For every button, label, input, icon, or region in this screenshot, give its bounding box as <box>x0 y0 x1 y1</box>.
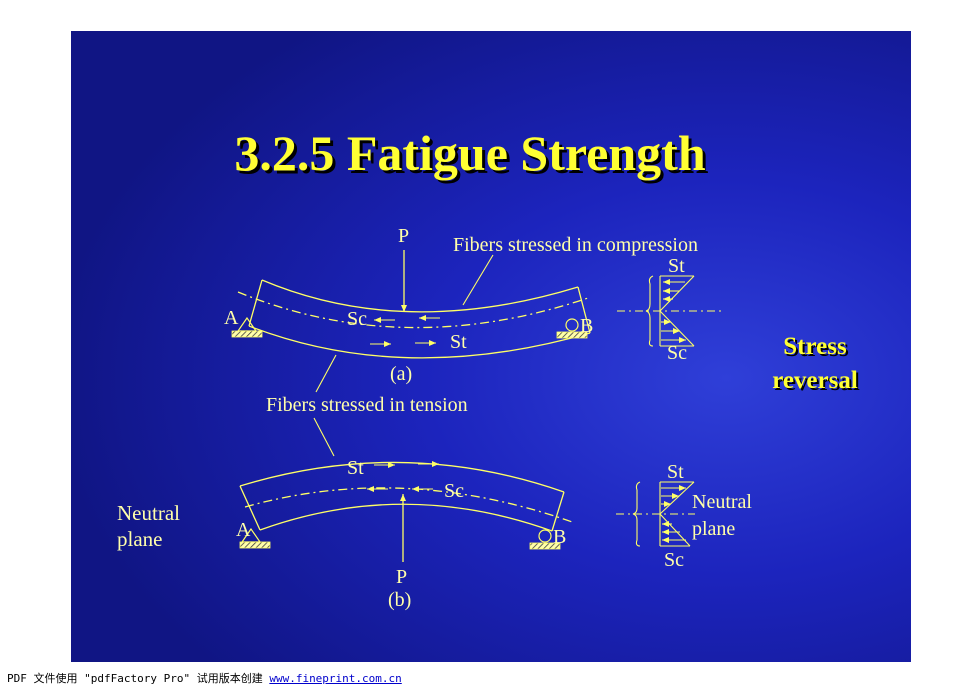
beam-a-right-end <box>577 286 591 334</box>
beam-b <box>239 461 576 532</box>
beam-b-right-end <box>551 491 565 532</box>
support-b-left-label: A <box>236 519 251 541</box>
st-label-a: St <box>450 331 467 353</box>
stress-reversal-line2: reversal <box>772 367 858 394</box>
pdf-footer: PDF 文件使用 "pdfFactory Pro" 试用版本创建 www.fin… <box>7 670 402 686</box>
slide-title: 3.2.5 Fatigue Strength <box>234 125 706 181</box>
tension-leader-up <box>315 354 337 393</box>
dist-b-bottom-label: Sc <box>664 549 684 571</box>
beam-a <box>237 279 591 359</box>
stress-reversal-label: Stress reversal <box>760 330 870 398</box>
neutral-plane-line1: Neutral <box>117 501 180 525</box>
sc-label-b: Sc <box>444 480 464 502</box>
support-b-right <box>529 529 561 550</box>
stress-distribution-b <box>616 481 695 547</box>
beam-b-bottom-edge <box>259 503 553 532</box>
neutral-plane-label: Neutral plane <box>117 500 180 552</box>
slide-background <box>71 31 911 662</box>
dist-b-top-label: St <box>667 461 684 483</box>
caption-a: (a) <box>390 363 412 385</box>
tension-leader-down <box>313 417 335 457</box>
sc-label-a: Sc <box>347 308 367 330</box>
beam-a-left-end <box>248 279 263 327</box>
dist-a-bottom-label: Sc <box>667 342 687 364</box>
beam-b-left-end <box>239 485 261 531</box>
stress-arrows-a <box>370 315 440 347</box>
compression-label: Fibers stressed in compression <box>453 234 698 256</box>
stress-reversal-line1: Stress <box>783 333 847 360</box>
support-b-left <box>239 527 271 549</box>
support-a-right-label: B <box>580 315 593 337</box>
load-b-label: P <box>396 566 407 588</box>
load-a-label: P <box>398 225 409 247</box>
stress-arrows-b <box>367 461 439 492</box>
tension-label: Fibers stressed in tension <box>266 394 468 416</box>
support-a-left-label: A <box>224 307 239 329</box>
support-a-left <box>231 316 263 338</box>
stress-distribution-a <box>617 275 722 347</box>
beam-b-neutral-axis <box>244 487 576 524</box>
support-a-right <box>556 318 588 339</box>
beam-b-top-edge <box>239 461 565 493</box>
beam-a-bottom-edge <box>248 325 591 359</box>
beam-a-top-edge <box>261 279 579 313</box>
neutral-plane-line2: plane <box>117 527 163 551</box>
dist-b-neutral-line1: Neutral <box>692 491 752 513</box>
support-b-right-label: B <box>553 526 566 548</box>
caption-b: (b) <box>388 589 411 611</box>
beam-a-neutral-axis <box>237 291 589 329</box>
fineprint-link[interactable]: www.fineprint.com.cn <box>269 672 402 685</box>
st-label-b: St <box>347 457 364 479</box>
footer-text: PDF 文件使用 "pdfFactory Pro" 试用版本创建 <box>7 672 270 685</box>
dist-b-neutral-line2: plane <box>692 518 735 540</box>
dist-a-top-label: St <box>668 255 685 277</box>
compression-leader <box>462 254 494 306</box>
